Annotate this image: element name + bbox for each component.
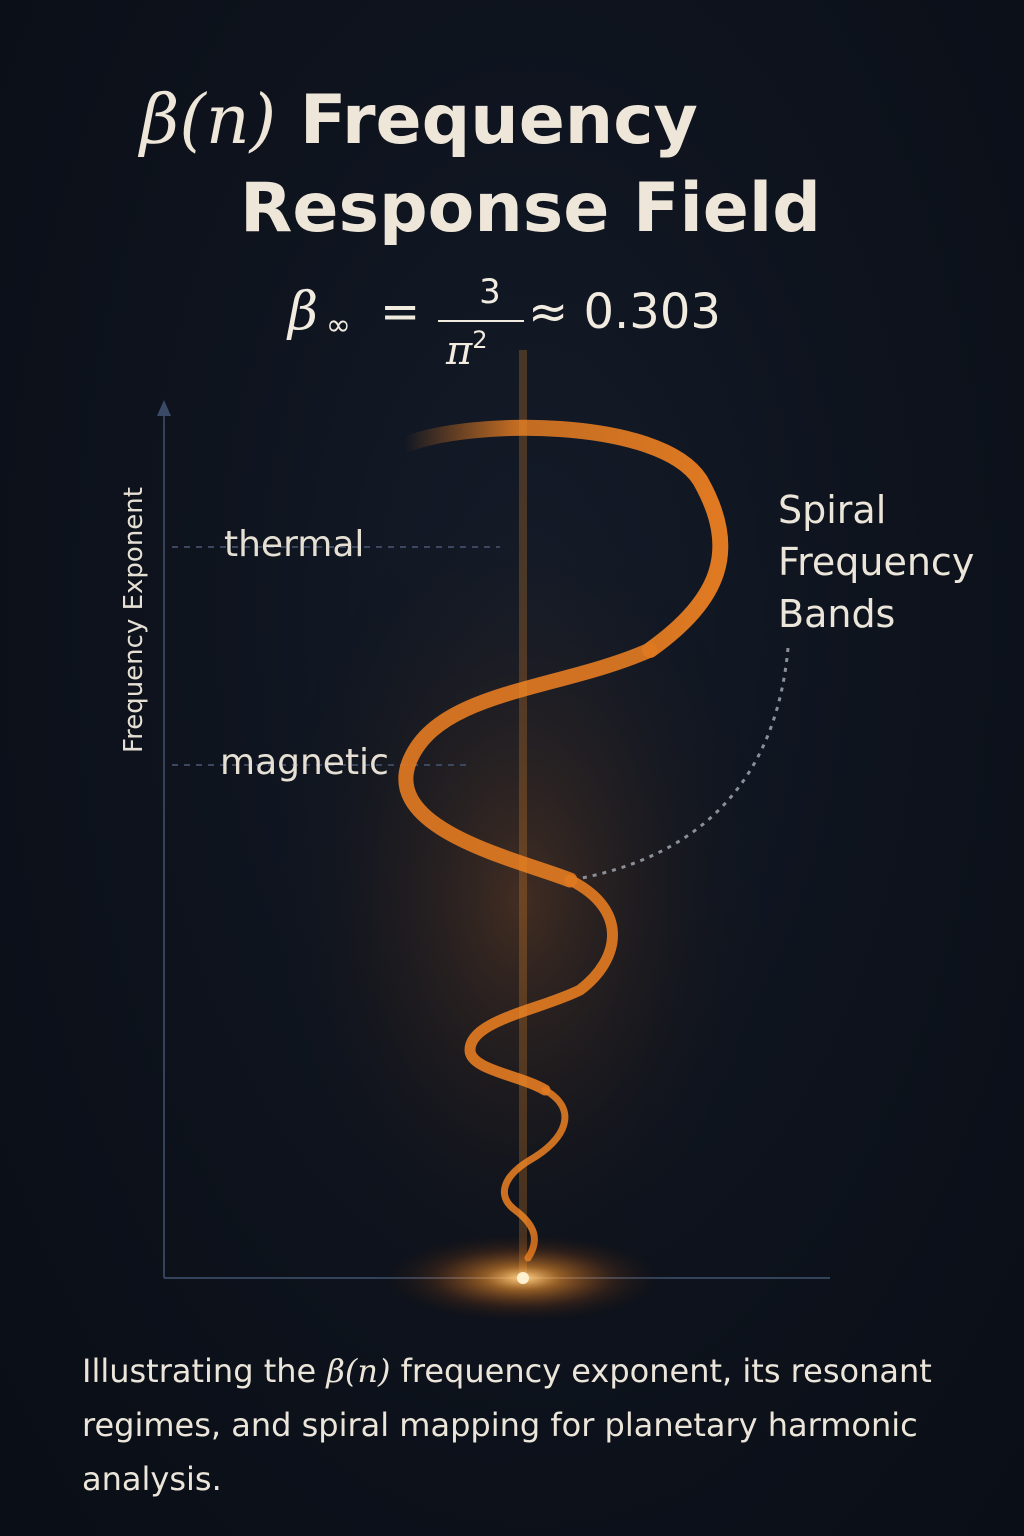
fraction-bar	[438, 320, 524, 322]
spiral-band-lower	[500, 1086, 569, 1262]
spiral-band-top	[397, 419, 729, 658]
caption-beta-symbol: β(n)	[326, 1352, 391, 1390]
spiral-band-upper	[398, 642, 658, 888]
caption-text: frequency exponent, its resonant	[390, 1352, 932, 1390]
formula-pi: π	[446, 328, 473, 374]
bands-label-line: Spiral	[778, 488, 887, 532]
formula-subscript: ∞	[326, 308, 351, 343]
bands-pointer-line	[581, 647, 790, 880]
y-axis-label: Frequency Exponent	[119, 487, 149, 753]
caption-line-1: Illustrating the β(n) frequency exponent…	[82, 1344, 982, 1398]
formula-denominator: π2	[446, 326, 488, 374]
title-beta-symbol: β(n)	[140, 81, 277, 160]
base-point	[517, 1272, 529, 1284]
y-axis-arrowhead	[157, 400, 171, 416]
spiral-bands-label: Spiral Frequency Bands	[778, 484, 974, 640]
formula-exponent: 2	[472, 326, 488, 354]
bands-label-line: Bands	[778, 592, 896, 636]
caption-text: Illustrating the	[82, 1352, 327, 1390]
formula-numerator: 3	[479, 272, 501, 312]
title-line-1-text: Frequency	[276, 81, 698, 160]
regime-label-thermal: thermal	[224, 524, 365, 565]
regime-label-magnetic: magnetic	[220, 742, 389, 783]
caption: Illustrating the β(n) frequency exponent…	[82, 1344, 982, 1506]
title-line-1: β(n) Frequency	[140, 78, 698, 164]
spiral-band-middle	[464, 874, 618, 1096]
formula-approx-value: ≈ 0.303	[528, 284, 721, 340]
formula-beta: β	[288, 282, 319, 342]
caption-line-3: analysis.	[82, 1460, 222, 1498]
caption-line-2: regimes, and spiral mapping for planetar…	[82, 1406, 918, 1444]
bands-label-line: Frequency	[778, 540, 975, 584]
title-line-2: Response Field	[240, 169, 821, 248]
formula-equals: =	[380, 284, 421, 340]
spiral-ambient-glow	[260, 480, 780, 1320]
